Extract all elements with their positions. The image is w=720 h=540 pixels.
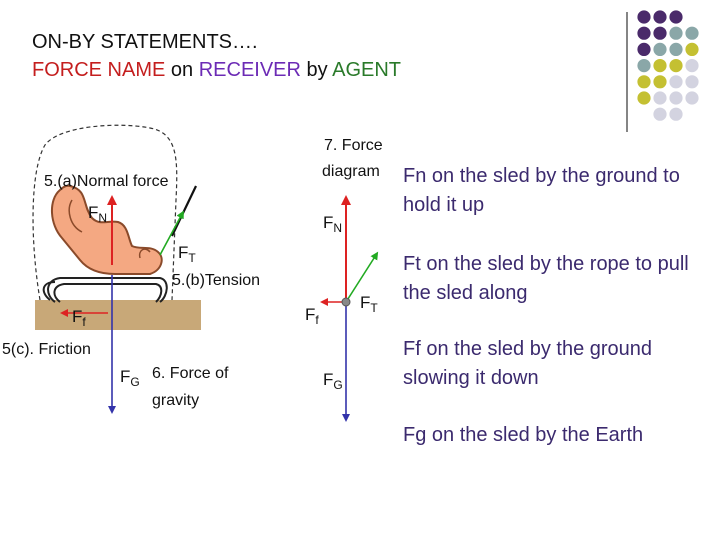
tension-symbol: FT bbox=[178, 243, 196, 265]
gravity-symbol: FG bbox=[120, 367, 140, 389]
decorative-dot bbox=[637, 26, 651, 40]
decorative-dot bbox=[685, 91, 699, 105]
sled-runners bbox=[42, 277, 168, 303]
ground-strip bbox=[35, 300, 201, 330]
decorative-dot bbox=[669, 107, 683, 121]
title-receiver: RECEIVER bbox=[198, 59, 301, 81]
tension-arrow bbox=[159, 210, 184, 256]
dot-grid-group bbox=[637, 10, 699, 121]
decorative-dot bbox=[669, 10, 683, 24]
title-force-name: FORCE NAME bbox=[32, 59, 166, 81]
statement-normal: Fn on the sled by the ground to hold it … bbox=[403, 165, 680, 216]
decorative-dot bbox=[685, 42, 699, 57]
fd-tension-symbol: FT bbox=[360, 293, 378, 315]
statement-gravity: Fg on the sled by the Earth bbox=[403, 424, 644, 446]
decorative-dot bbox=[637, 10, 651, 24]
decorative-dot bbox=[669, 59, 683, 73]
normal-force-symbol: FN bbox=[88, 203, 107, 225]
fd-gravity-symbol: FG bbox=[323, 370, 343, 392]
friction-symbol: Ff bbox=[72, 307, 86, 329]
decorative-dot bbox=[637, 42, 651, 57]
decorative-dot bbox=[653, 42, 667, 57]
decorative-dot bbox=[637, 59, 651, 73]
decorative-dot bbox=[685, 59, 699, 73]
sled-diagram: 5.(a)Normal force FN FT 5.(b)Tension Ff … bbox=[2, 124, 260, 414]
fd-tension-arrow bbox=[345, 251, 379, 303]
fd-center-point bbox=[341, 297, 351, 307]
decorative-dot bbox=[653, 10, 667, 24]
decorative-dot bbox=[653, 107, 667, 121]
tow-rope bbox=[171, 185, 197, 237]
decorative-dot bbox=[669, 26, 683, 40]
decorative-dot bbox=[685, 75, 699, 89]
decorative-dot bbox=[669, 75, 683, 89]
force-diagram-title-line-1: 7. Force bbox=[324, 137, 383, 154]
gravity-label-line-2: gravity bbox=[152, 392, 199, 409]
decorative-dot bbox=[653, 26, 667, 40]
fd-friction-symbol: Ff bbox=[305, 305, 319, 327]
title-on: on bbox=[170, 59, 194, 81]
decorative-dot bbox=[669, 42, 683, 57]
force-diagram-title-line-2: diagram bbox=[322, 163, 380, 180]
decorative-dot bbox=[669, 91, 683, 105]
title-agent: AGENT bbox=[332, 59, 402, 81]
statement-friction: Ff on the sled by the ground slowing it … bbox=[403, 338, 653, 389]
decorative-dot bbox=[653, 75, 667, 89]
statement-tension: Ft on the sled by the rope to pull the s… bbox=[403, 253, 689, 304]
decorative-dot bbox=[685, 26, 699, 40]
sled-scroll bbox=[68, 199, 151, 259]
decorative-dot bbox=[653, 91, 667, 105]
decorative-dot bbox=[637, 75, 651, 89]
force-diagram: 7. Force diagram FN FT Ff FG bbox=[305, 137, 383, 422]
title-by: by bbox=[306, 59, 328, 81]
decorative-dot bbox=[653, 59, 667, 73]
slide-title: ON-BY STATEMENTS…. FORCE NAME on RECEIVE… bbox=[32, 28, 401, 84]
tension-label: 5.(b)Tension bbox=[172, 272, 260, 289]
gravity-label-line-1: 6. Force of bbox=[152, 365, 229, 382]
decorative-dot-grid bbox=[626, 10, 699, 132]
decorative-dot bbox=[637, 91, 651, 105]
fd-normal-symbol: FN bbox=[323, 213, 342, 235]
title-line-2: FORCE NAME on RECEIVER by AGENT bbox=[32, 56, 401, 84]
friction-label: 5(c). Friction bbox=[2, 341, 91, 358]
title-line-1: ON-BY STATEMENTS…. bbox=[32, 31, 258, 53]
normal-force-label: 5.(a)Normal force bbox=[44, 173, 169, 190]
sled-body bbox=[51, 184, 163, 275]
